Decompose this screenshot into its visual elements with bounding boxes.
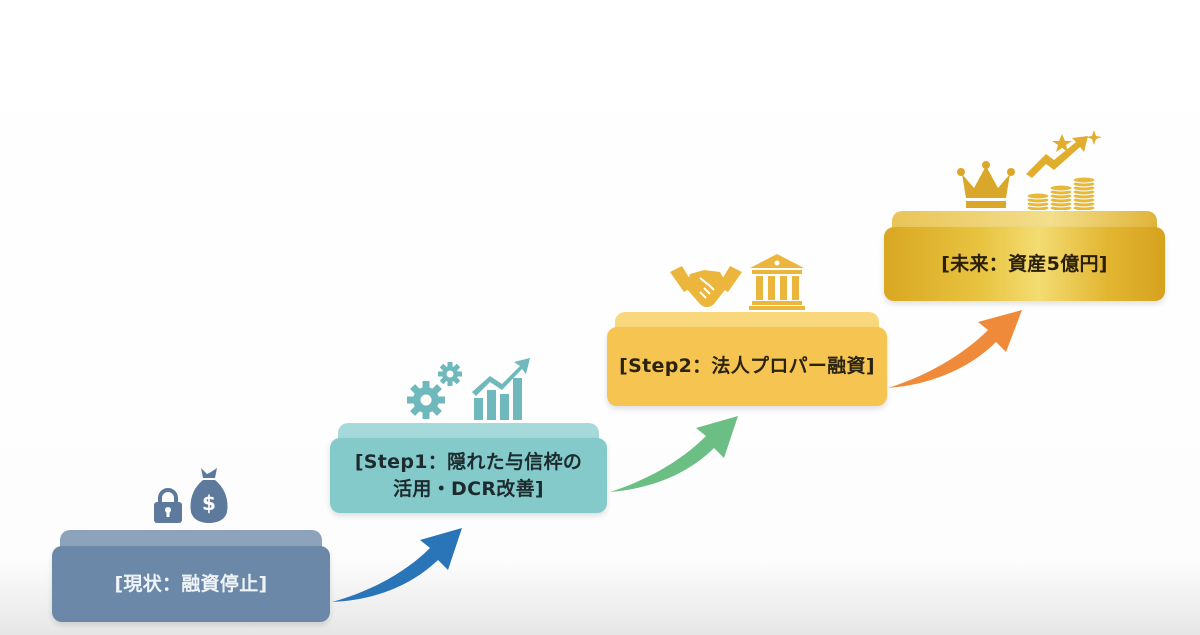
crown-icon xyxy=(957,161,1015,208)
progress-arrow-green xyxy=(610,416,738,492)
step-current-icons: $ xyxy=(153,466,229,524)
step-label: [未来：資産5億円] xyxy=(941,252,1108,275)
coin-stacks-growth-icon xyxy=(1026,130,1102,210)
step-current-status: [現状：融資停止] xyxy=(52,530,330,622)
step-2-icons xyxy=(670,254,806,310)
step-block: [未来：資産5億円] xyxy=(884,227,1165,301)
step-label: [Step2：法人プロパー融資] xyxy=(619,355,875,377)
step-top-face xyxy=(892,211,1157,229)
money-bag-dollar-icon: $ xyxy=(190,468,228,523)
step-label: [現状：融資停止] xyxy=(114,572,268,595)
step-future-icons xyxy=(956,130,1104,210)
handshake-icon xyxy=(670,266,742,307)
step-block: [Step2：法人プロパー融資] xyxy=(607,327,887,406)
growth-bar-chart-icon xyxy=(472,358,530,420)
step-1-credit-dcr: [Step1：隠れた与信枠の 活用・DCR改善] xyxy=(330,423,607,513)
step-label-line-1: [Step1：隠れた与信枠の xyxy=(354,450,583,473)
step-block: [現状：融資停止] xyxy=(52,546,330,622)
step-1-icons xyxy=(406,356,532,420)
svg-text:$: $ xyxy=(202,491,216,515)
step-label: [Step1：隠れた与信枠の 活用・DCR改善] xyxy=(355,449,582,503)
step-top-face xyxy=(60,530,322,548)
step-2-corporate-loan: [Step2：法人プロパー融資] xyxy=(607,312,887,406)
bank-building-icon xyxy=(749,254,805,310)
step-top-face xyxy=(615,312,879,330)
step-top-face xyxy=(338,423,599,441)
lock-icon xyxy=(154,488,182,523)
gears-icon xyxy=(407,362,462,419)
step-label-line-2: 活用・DCR改善] xyxy=(393,477,544,500)
progress-arrow-blue xyxy=(332,528,462,602)
step-future-goal: [未来：資産5億円] xyxy=(884,211,1165,301)
progress-arrow-orange xyxy=(888,310,1022,388)
step-block: [Step1：隠れた与信枠の 活用・DCR改善] xyxy=(330,438,607,513)
